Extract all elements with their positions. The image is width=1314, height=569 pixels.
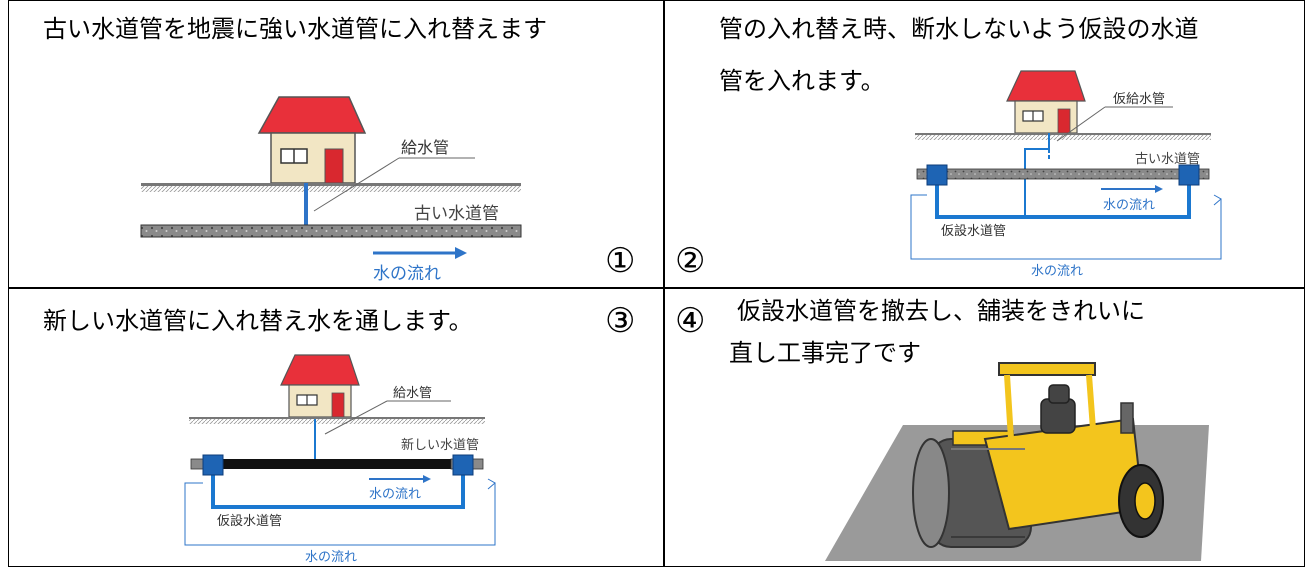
panel-1-diagram: 給水管 古い水道管 水の流れ: [140, 96, 522, 284]
panel-2-diagram: 仮給水管 古い水道管 水の流れ 仮設水道管 水の流れ: [910, 70, 1222, 279]
temp-service-pipe-label: 仮給水管: [1113, 92, 1165, 107]
panel-1: 古い水道管を地震に強い水道管に入れ替えます: [9, 1, 663, 287]
house-icon: [257, 96, 367, 184]
divider-vertical: [663, 1, 665, 566]
flow-outer-label: 水の流れ: [305, 550, 357, 565]
panel-3-number: ③: [605, 301, 636, 341]
new-pipe: [203, 459, 451, 469]
panel-3-diagram: 給水管 新しい水道管 水の流れ 仮設水道管 水の流れ: [184, 354, 496, 565]
house-icon: [1006, 70, 1086, 134]
panel-4: ④ 仮設水道管を撤去し、舗装をきれいに 直し工事完了です: [665, 289, 1306, 568]
panel-2-caption-line1: 管の入れ替え時、断水しないよう仮設の水道: [719, 15, 1199, 43]
old-pipe-label: 古い水道管: [414, 204, 499, 224]
panel-3: 新しい水道管に入れ替え水を通します。 ③ 給水管 新しい水道管: [9, 289, 663, 568]
divider-horizontal: [9, 287, 1304, 289]
old-pipe: [916, 168, 1210, 180]
road-roller-icon: [825, 362, 1209, 561]
flow-outer-label: 水の流れ: [1031, 264, 1083, 279]
panel-2-caption-line2: 管を入れます。: [719, 67, 885, 95]
panel-4-caption-line1: 仮設水道管を撤去し、舗装をきれいに: [737, 297, 1145, 325]
flow-label: 水の流れ: [373, 264, 441, 284]
panel-2-number: ②: [675, 241, 706, 281]
panel-1-caption: 古い水道管を地震に強い水道管に入れ替えます: [43, 15, 547, 43]
temp-pipe-label: 仮設水道管: [217, 513, 282, 529]
panel-1-number: ①: [605, 241, 636, 281]
old-pipe: [140, 224, 522, 238]
panel-4-caption-line2: 直し工事完了です: [729, 339, 921, 367]
temp-pipe-label: 仮設水道管: [941, 223, 1006, 239]
old-pipe-label: 古い水道管: [1135, 152, 1200, 167]
panel-2: 管の入れ替え時、断水しないよう仮設の水道 管を入れます。: [665, 1, 1306, 287]
new-pipe-label: 新しい水道管: [401, 437, 479, 453]
flow-inner-label: 水の流れ: [1103, 198, 1155, 213]
service-pipe-label: 給水管: [401, 138, 449, 157]
panel-4-number: ④: [675, 301, 706, 341]
flow-inner-label: 水の流れ: [369, 487, 421, 502]
service-pipe-label: 給水管: [393, 386, 432, 401]
house-icon: [280, 354, 360, 418]
diagram-grid: 古い水道管を地震に強い水道管に入れ替えます: [8, 0, 1305, 567]
panel-3-caption: 新しい水道管に入れ替え水を通します。: [43, 307, 473, 335]
